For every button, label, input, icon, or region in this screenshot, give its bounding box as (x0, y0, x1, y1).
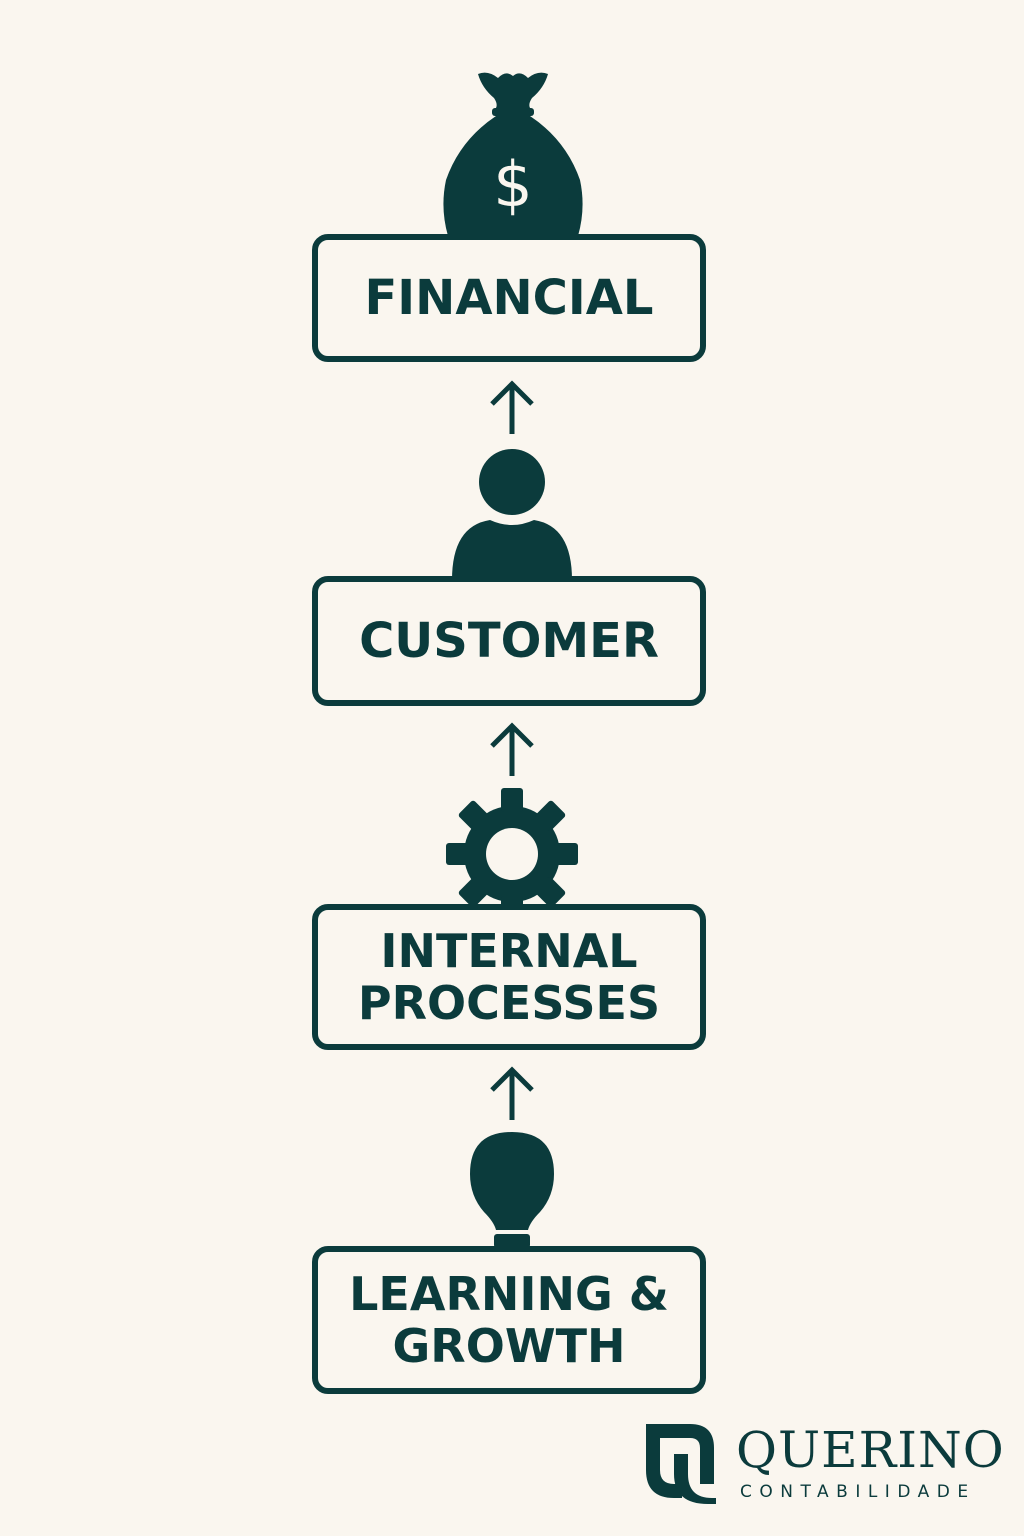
learning-growth-label-line-2: GROWTH (392, 1319, 626, 1373)
logo-tagline: CONTABILIDADE (740, 1482, 976, 1502)
internal-processes-label-line-2: PROCESSES (357, 976, 661, 1030)
customer-box: CUSTOMER (312, 576, 706, 706)
money-bag-icon: $ (443, 72, 583, 236)
person-icon (452, 449, 572, 580)
svg-text:$: $ (493, 148, 532, 221)
lightbulb-icon (470, 1132, 554, 1248)
financial-box: FINANCIAL (312, 234, 706, 362)
up-arrow-icon (490, 722, 534, 776)
learning-growth-box: LEARNING & GROWTH (312, 1246, 706, 1394)
querino-logo: QUERINO CONTABILIDADE (636, 1414, 1004, 1506)
logo-name: QUERINO (736, 1421, 1005, 1479)
internal-processes-box: INTERNAL PROCESSES (312, 904, 706, 1050)
customer-label: CUSTOMER (359, 613, 659, 669)
internal-processes-label-line-1: INTERNAL (380, 924, 638, 978)
querino-logo-mark (646, 1424, 716, 1504)
learning-growth-label-line-1: LEARNING & (349, 1267, 669, 1321)
up-arrow-icon (490, 380, 534, 434)
financial-label: FINANCIAL (364, 270, 654, 326)
gear-icon (446, 788, 578, 920)
up-arrow-icon (490, 1066, 534, 1120)
